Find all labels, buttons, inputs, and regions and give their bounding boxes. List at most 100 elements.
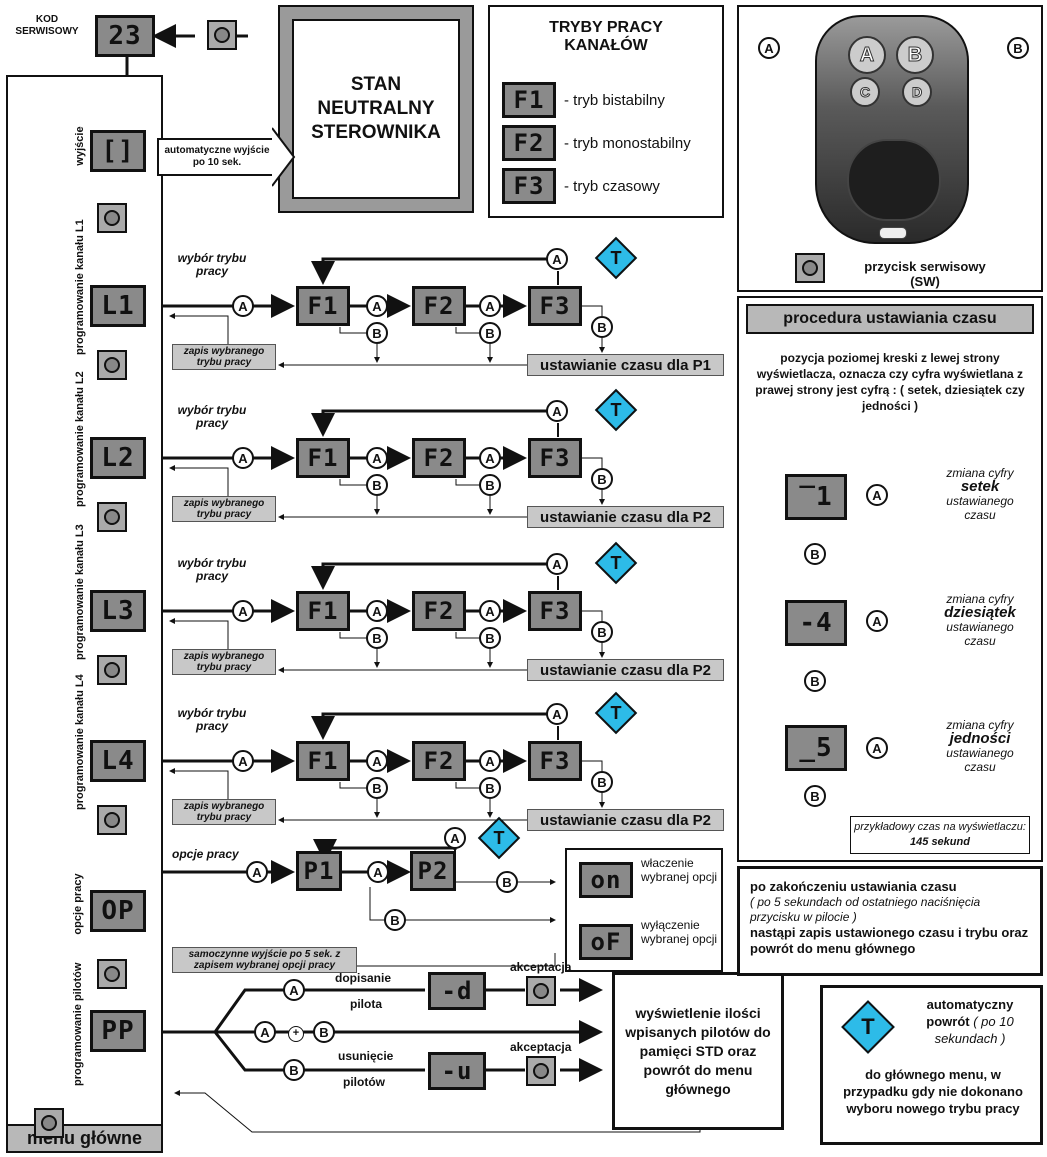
pilots-remove-display: -u <box>428 1052 486 1090</box>
row1-f2-display: F2 <box>412 286 466 326</box>
time-end-note: ( po 5 sekundach od ostatniego naciśnięc… <box>750 895 1030 925</box>
time-end-box: po zakończeniu ustawiania czasu ( po 5 s… <box>737 866 1043 976</box>
row3-f2-display: F2 <box>412 591 466 631</box>
pilots-add-display: -d <box>428 972 486 1010</box>
row4-a-3: A <box>479 750 501 772</box>
time-setting-bar-2: ustawianie czasu dla P2 <box>527 506 724 528</box>
options-menu-label: opcje pracy <box>72 859 84 949</box>
row1-a-3: A <box>479 295 501 317</box>
row3-a-4: A <box>546 553 568 575</box>
remote-button-a[interactable]: A <box>848 36 886 74</box>
options-b-2: B <box>384 909 406 931</box>
row1-a-2: A <box>366 295 388 317</box>
row4-f1-display: F1 <box>296 741 350 781</box>
channel-menu-label-1: programowanie kanału L1 <box>74 235 86 355</box>
row3-f3-display: F3 <box>528 591 582 631</box>
option-off-display: oF <box>579 924 633 960</box>
timeout-letter-options: T <box>484 823 514 853</box>
time-a-3: A <box>866 737 888 759</box>
pilots-menu-label: programowanie pilotów <box>72 966 84 1086</box>
pilots-b: B <box>283 1059 305 1081</box>
remote-control <box>815 15 969 244</box>
remote-button-c[interactable]: C <box>850 77 880 107</box>
service-code-display: 23 <box>95 15 155 57</box>
row2-f3-display: F3 <box>528 438 582 478</box>
neutral-state-frame: STAN NEUTRALNY STEROWNIKA <box>278 5 474 213</box>
time-a-1: A <box>866 484 888 506</box>
channel-menu-display-1: L1 <box>90 285 146 327</box>
menu-next-button-5[interactable] <box>97 805 127 835</box>
row3-a-1: A <box>232 600 254 622</box>
menu-next-button-2[interactable] <box>97 350 127 380</box>
modes-title: TRYBY PRACY KANAŁÓW <box>490 19 722 55</box>
mode-f1-display: F1 <box>502 82 556 118</box>
service-sw-button[interactable] <box>795 253 825 283</box>
pilots-menu-display: PP <box>90 1010 146 1052</box>
row1-b-3: B <box>591 316 613 338</box>
time-tens-display: -4 <box>785 600 847 646</box>
time-b-2: B <box>804 670 826 692</box>
time-end-title: po zakończeniu ustawiania czasu <box>750 879 1030 895</box>
mode-select-label-1: wybór trybu pracy <box>172 252 252 278</box>
auto-exit-arrowhead <box>272 126 296 188</box>
pilots-accept-button-1[interactable] <box>526 976 556 1006</box>
row4-b-3: B <box>591 771 613 793</box>
mode-f2-label: - tryb monostabilny <box>564 135 691 152</box>
row1-b-1: B <box>366 322 388 344</box>
pilots-accept-1: akceptacja <box>510 961 571 974</box>
channel-menu-display-4: L4 <box>90 740 146 782</box>
time-b-3: B <box>804 785 826 807</box>
neutral-state-title: STAN NEUTRALNY STEROWNIKA <box>292 19 460 199</box>
channel-menu-display-3: L3 <box>90 590 146 632</box>
time-setting-bar-4: ustawianie czasu dla P2 <box>527 809 724 831</box>
save-mode-label-4: zapis wybranego trybu pracy <box>172 799 276 825</box>
row4-b-1: B <box>366 777 388 799</box>
timeout-letter-row2: T <box>601 395 631 425</box>
row4-a-1: A <box>232 750 254 772</box>
remote-led <box>879 227 907 239</box>
remote-button-b[interactable]: B <box>896 36 934 74</box>
menu-next-button-4[interactable] <box>97 655 127 685</box>
menu-next-button-options[interactable] <box>97 959 127 989</box>
save-mode-label-3: zapis wybranego trybu pracy <box>172 649 276 675</box>
option-on-display: on <box>579 862 633 898</box>
row1-f1-display: F1 <box>296 286 350 326</box>
row3-a-2: A <box>366 600 388 622</box>
timeout-letter-row3: T <box>601 548 631 578</box>
save-mode-label-2: zapis wybranego trybu pracy <box>172 496 276 522</box>
row1-b-2: B <box>479 322 501 344</box>
options-result-box: on właczenie wybranej opcji oF wyłączeni… <box>565 848 723 972</box>
option-on-label: właczenie wybranej opcji <box>641 856 721 884</box>
row3-f1-display: F1 <box>296 591 350 631</box>
mode-select-label-2: wybór trybu pracy <box>172 404 252 430</box>
remote-button-d[interactable]: D <box>902 77 932 107</box>
remote-a-marker: A <box>758 37 780 59</box>
modes-legend: TRYBY PRACY KANAŁÓW F1 - tryb bistabilny… <box>488 5 724 218</box>
row2-b-3: B <box>591 468 613 490</box>
return-button[interactable] <box>34 1108 64 1138</box>
pilots-accept-button-2[interactable] <box>526 1056 556 1086</box>
options-auto-exit: samoczynne wyjście po 5 sek. z zapisem w… <box>172 947 357 973</box>
mode-f3-label: - tryb czasowy <box>564 178 660 195</box>
options-a-2: A <box>367 861 389 883</box>
time-setting-bar-1: ustawianie czasu dla P1 <box>527 354 724 376</box>
row2-f2-display: F2 <box>412 438 466 478</box>
pilots-accept-2: akceptacja <box>510 1041 571 1054</box>
auto-exit-label: automatyczne wyjście po 10 sek. <box>157 138 275 176</box>
options-p1-display: P1 <box>296 851 342 891</box>
remote-grip <box>847 139 941 221</box>
exit-display: [] <box>90 130 146 172</box>
pilots-b-2: B <box>313 1021 335 1043</box>
pilots-add-label-1: dopisanie <box>335 972 391 985</box>
service-button[interactable] <box>207 20 237 50</box>
timeout-letter-row1: T <box>601 243 631 273</box>
row1-a-1: A <box>232 295 254 317</box>
row3-b-1: B <box>366 627 388 649</box>
pilots-remove-label-1: usunięcie <box>338 1050 393 1063</box>
options-flow-label: opcje pracy <box>172 848 239 861</box>
time-procedure-title: procedura ustawiania czasu <box>746 304 1034 334</box>
menu-next-button-1[interactable] <box>97 203 127 233</box>
menu-next-button-3[interactable] <box>97 502 127 532</box>
